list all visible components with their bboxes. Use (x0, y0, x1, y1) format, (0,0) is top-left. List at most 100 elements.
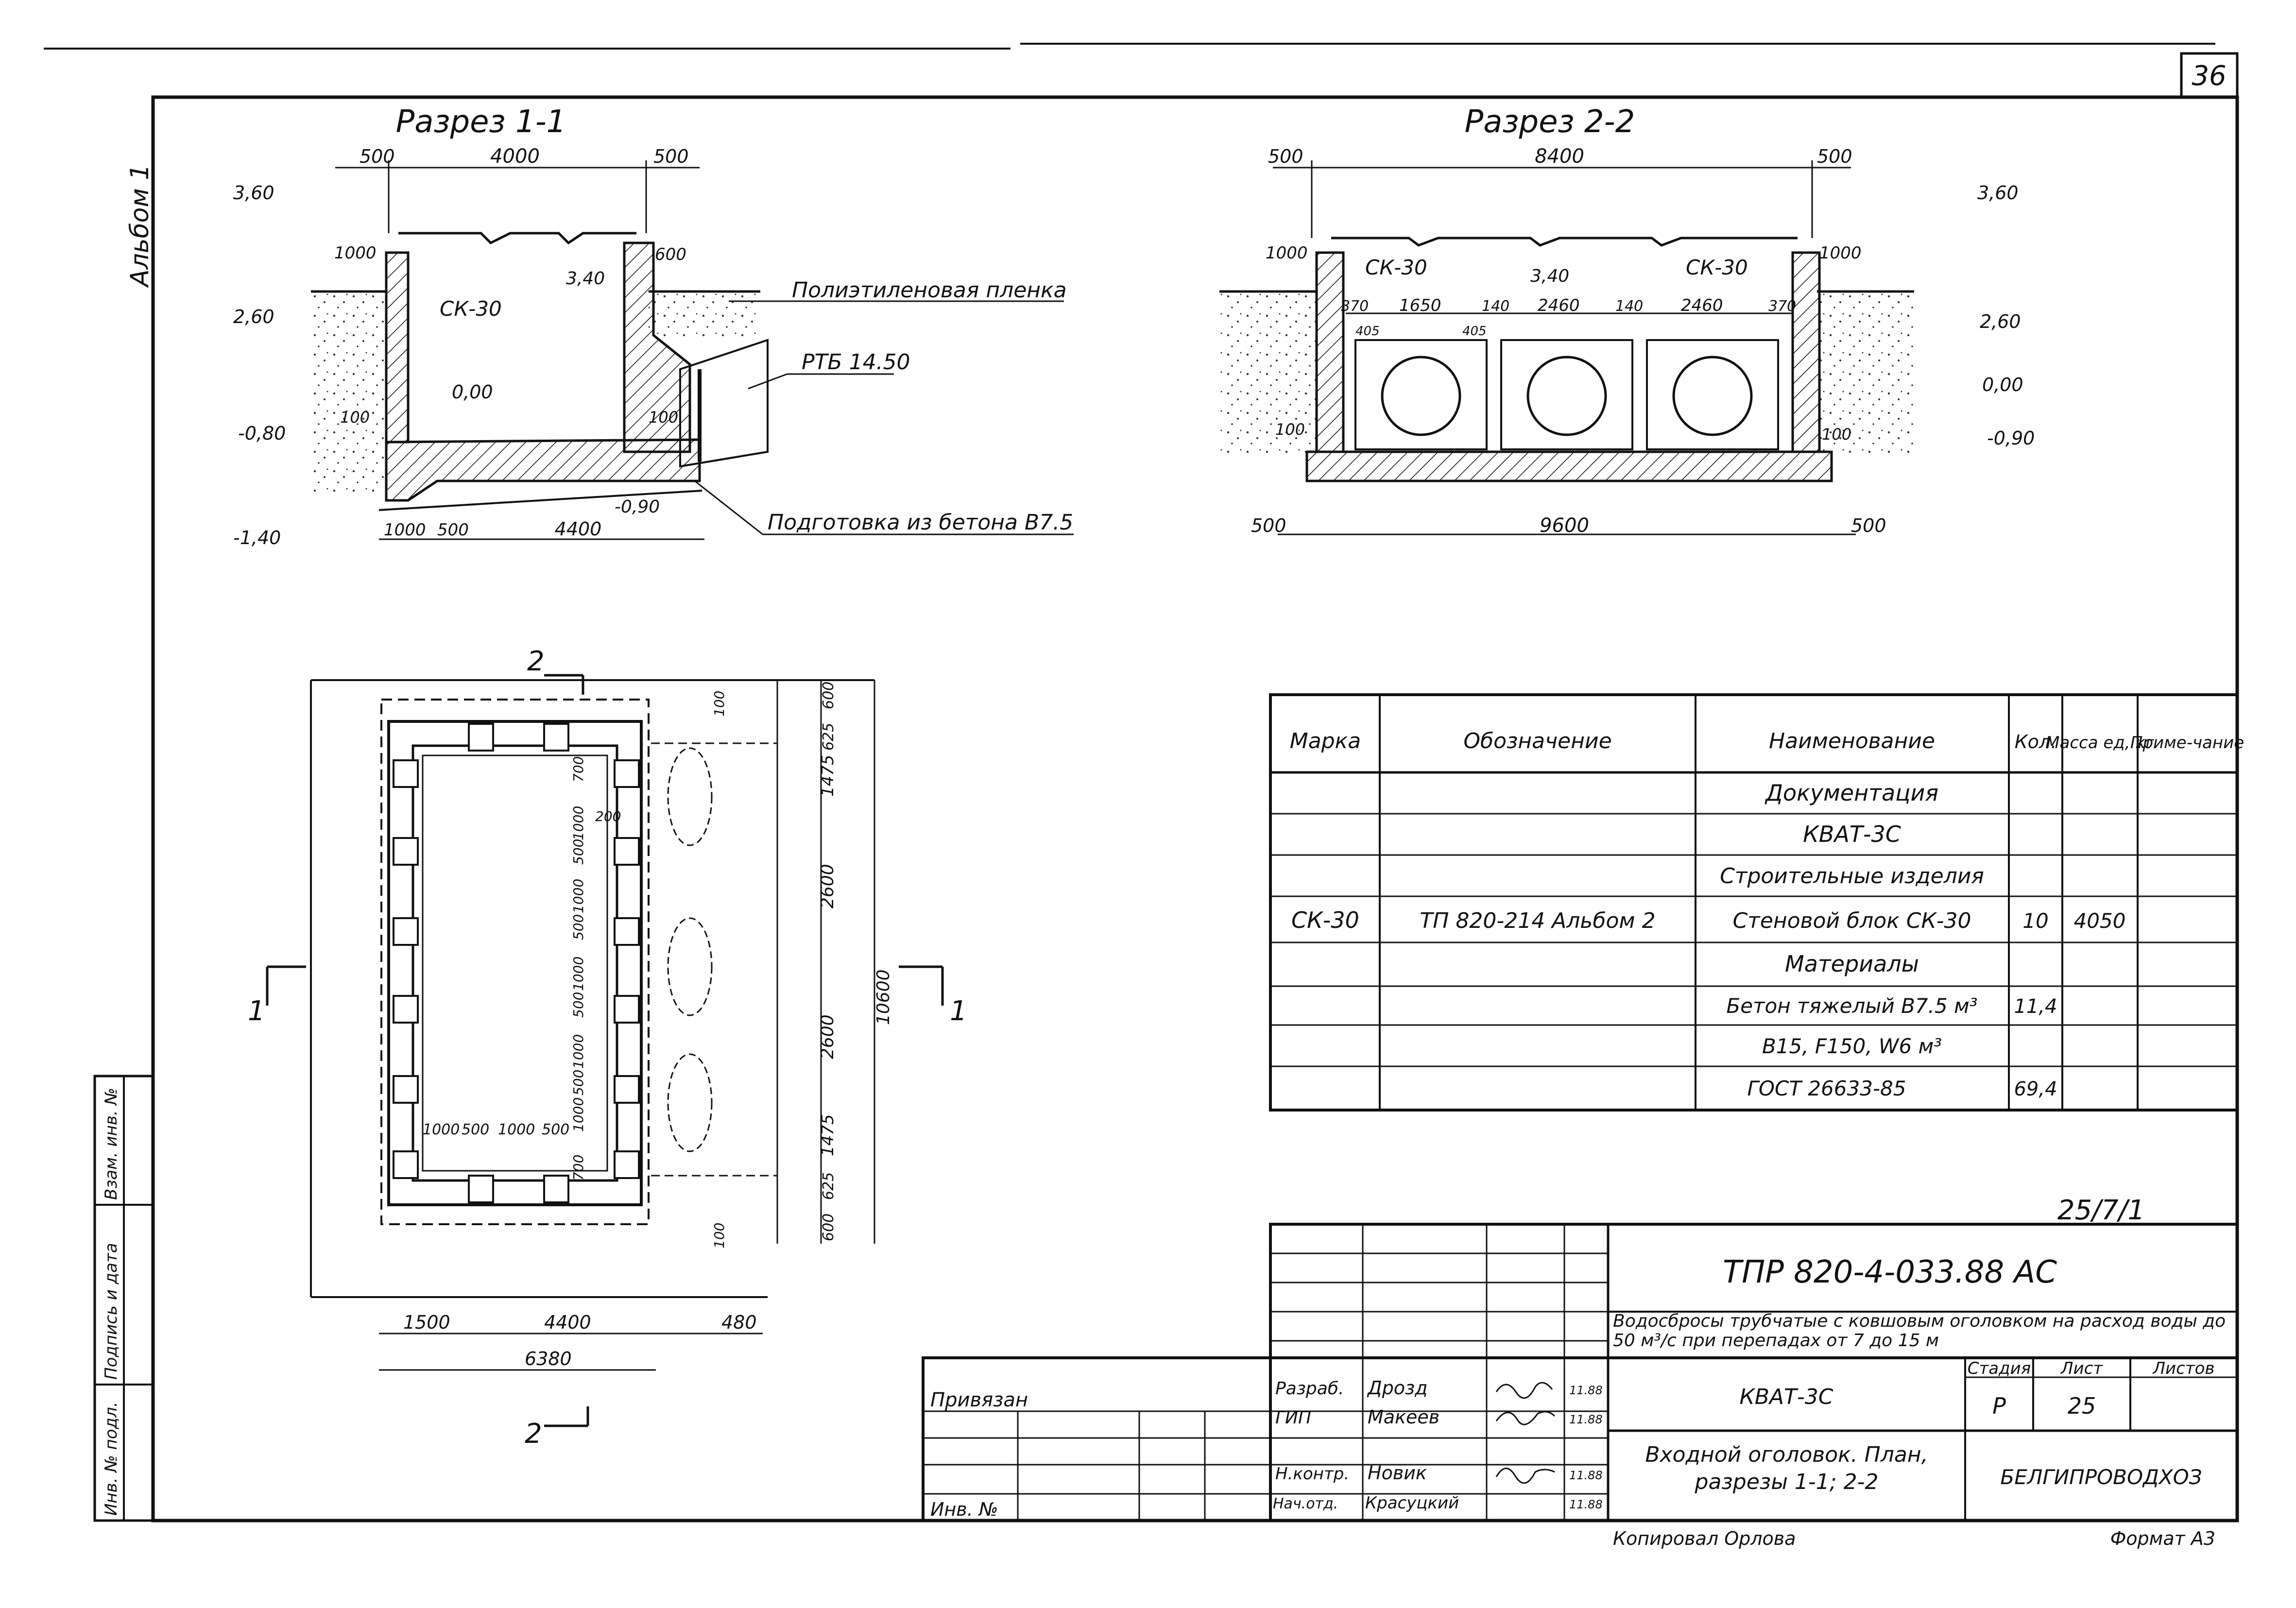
plan-idim-700-bottom: 700 (570, 1155, 586, 1180)
section-1-1: Разрез 1-1 (311, 104, 1074, 540)
name-nkontr: Новик (1368, 1462, 1427, 1484)
soil-left (311, 291, 384, 496)
bottom-slab (385, 438, 701, 502)
s1-level-minus-0-90: -0,90 (615, 497, 660, 517)
s2-level-0-00: 0,00 (1982, 374, 2023, 395)
album-label: Альбом 1 (125, 164, 154, 288)
drawing-title: Входной оголовок. План, разрезы 1-1; 2-2 (1645, 1442, 1928, 1494)
plan-dim-480: 480 (721, 1312, 757, 1333)
plan-idim-500-d: 500 (570, 1070, 586, 1095)
pipe-cells (1354, 339, 1779, 450)
stage-header: Стадия (1968, 1359, 2031, 1378)
drawing-code: ТПР 820-4-033.88 АС (1723, 1254, 2057, 1290)
sheets-header: Листов (2152, 1359, 2214, 1378)
s1-dim-100-a: 100 (340, 408, 370, 427)
plan-idim-700-top: 700 (570, 756, 586, 782)
plan-idim-1000-b: 1000 (570, 879, 586, 913)
col-header-designation: Обозначение (1463, 729, 1611, 753)
s2-dim-140-a: 140 (1482, 298, 1509, 315)
plan-rdim-625-b: 625 (820, 1172, 837, 1200)
s1-dim-4000: 4000 (490, 145, 540, 168)
sheet-number: 36 (2192, 60, 2226, 92)
plan-rdim-625-a: 625 (820, 723, 837, 751)
s2-dim-405-b: 405 (1462, 324, 1487, 339)
s2-dim-500-left: 500 (1268, 146, 1303, 167)
sheet-value: 25 (2068, 1393, 2096, 1419)
s2-soil-left (1219, 291, 1317, 457)
plan-idim-500-b: 500 (570, 914, 586, 940)
project-name: КВАТ-3С (1740, 1385, 1833, 1409)
row-ck30-designation: ТП 820-214 Альбом 2 (1420, 908, 1655, 933)
s1-dim-100-b: 100 (649, 408, 678, 427)
description-box: Водосбросы трубчатые с ковшовым оголовко… (1613, 1312, 2226, 1351)
plan-cut-2-bottom: 2 (525, 1418, 542, 1450)
s2-block-left: СК-30 (1365, 256, 1427, 279)
plan-idim-500-c: 500 (570, 992, 586, 1018)
s2-dim-500-bl: 500 (1251, 515, 1286, 536)
s1-dim-500-right: 500 (653, 146, 689, 167)
plan-idim-1000-d: 1000 (570, 1034, 586, 1069)
signature-makeev (1495, 1411, 1556, 1425)
row-concrete: Бетон тяжелый В7.5 м³ (1726, 994, 1977, 1018)
row-gost: ГОСТ 26633-85 (1748, 1077, 1906, 1100)
name-gip: Макеев (1368, 1406, 1439, 1428)
plan-dim-6380: 6380 (525, 1348, 572, 1369)
s1-level-0-00: 0,00 (452, 381, 493, 403)
s2-level-3-40: 3,40 (1530, 266, 1569, 286)
drawing-title-box: Входной оголовок. План, разрезы 1-1; 2-2 (1645, 1442, 1928, 1494)
organization: БЕЛГИПРОВОДХОЗ (2000, 1465, 2202, 1489)
copied-by: Копировал Орлова (1613, 1528, 1796, 1549)
stage-value: Р (1992, 1393, 2006, 1419)
col-header-qty: Кол. (2015, 731, 2057, 753)
plan-dim-1500: 1500 (403, 1312, 450, 1333)
row-ck30-mass: 4050 (2074, 909, 2126, 933)
s1-dim-4400: 4400 (555, 518, 602, 540)
plan-view (266, 674, 944, 1427)
name-nachotd: Красуцкий (1365, 1493, 1459, 1513)
plan-idim-100-top: 100 (711, 691, 727, 717)
side-stamp (93, 1075, 154, 1522)
s2-block-right: СК-30 (1686, 256, 1748, 279)
row-kvat: КВАТ-3С (1803, 821, 1901, 847)
s2-dim-1000-left: 1000 (1266, 243, 1308, 263)
note-polyethylene-film: Полиэтиленовая пленка (792, 278, 1067, 303)
s2-level-3-60: 3,60 (1977, 182, 2019, 204)
section1-title: Разрез 1-1 (396, 104, 566, 140)
date-nachotd: 11.88 (1569, 1498, 1603, 1511)
row-concrete-grade: В15, F150, W6 м³ (1762, 1034, 1942, 1058)
s1-block-label: СК-30 (440, 297, 502, 321)
s1-level-minus-1-40: -1,40 (233, 527, 281, 548)
s2-wall-right (1791, 251, 1821, 453)
s1-level-2-60: 2,60 (233, 306, 274, 327)
note-pipe-rtb: РТБ 14.50 (802, 350, 910, 375)
s2-dim-500-br: 500 (1851, 515, 1886, 536)
s1-dim-600: 600 (655, 245, 686, 264)
plan-rdim-600-a: 600 (820, 682, 837, 709)
plan-rdim-600-b: 600 (820, 1214, 837, 1241)
s2-soil-right (1817, 291, 1914, 457)
plan-rdim-1475-a: 1475 (818, 754, 838, 797)
s2-dim-405-a: 405 (1355, 324, 1380, 339)
s1-dim-1000: 1000 (334, 243, 377, 263)
note-concrete-prep: Подготовка из бетона В7.5 (768, 510, 1073, 535)
s2-dim-2460-a: 2460 (1538, 296, 1580, 315)
plan-idim-1000-g: 1000 (498, 1121, 535, 1138)
paper-format: Формат А3 (2110, 1528, 2215, 1549)
plan-rdim-2600-b: 2600 (818, 1014, 838, 1059)
drawing-description: Водосбросы трубчатые с ковшовым оголовко… (1613, 1312, 2226, 1351)
sheet-header: Лист (2060, 1359, 2103, 1378)
plan-cut-1-left: 1 (248, 995, 265, 1027)
stamp-signature-date: Подпись и дата (102, 1243, 121, 1380)
s2-bottom-slab (1305, 450, 1833, 482)
plan-idim-200: 200 (595, 808, 621, 824)
s2-dim-9600: 9600 (1540, 514, 1589, 537)
row-ck30-name: Стеновой блок СК-30 (1732, 908, 1971, 933)
s2-dim-100-b: 100 (1822, 425, 1851, 444)
s1-dim-500-left: 500 (360, 146, 395, 167)
wall-blocks (393, 723, 640, 1203)
plan-rdim-2600-a: 2600 (818, 864, 838, 908)
plan-idim-1000-e: 1000 (570, 1097, 586, 1132)
role-nachotd: Нач.отд. (1273, 1495, 1338, 1512)
plan-idim-1000-c: 1000 (570, 957, 586, 991)
